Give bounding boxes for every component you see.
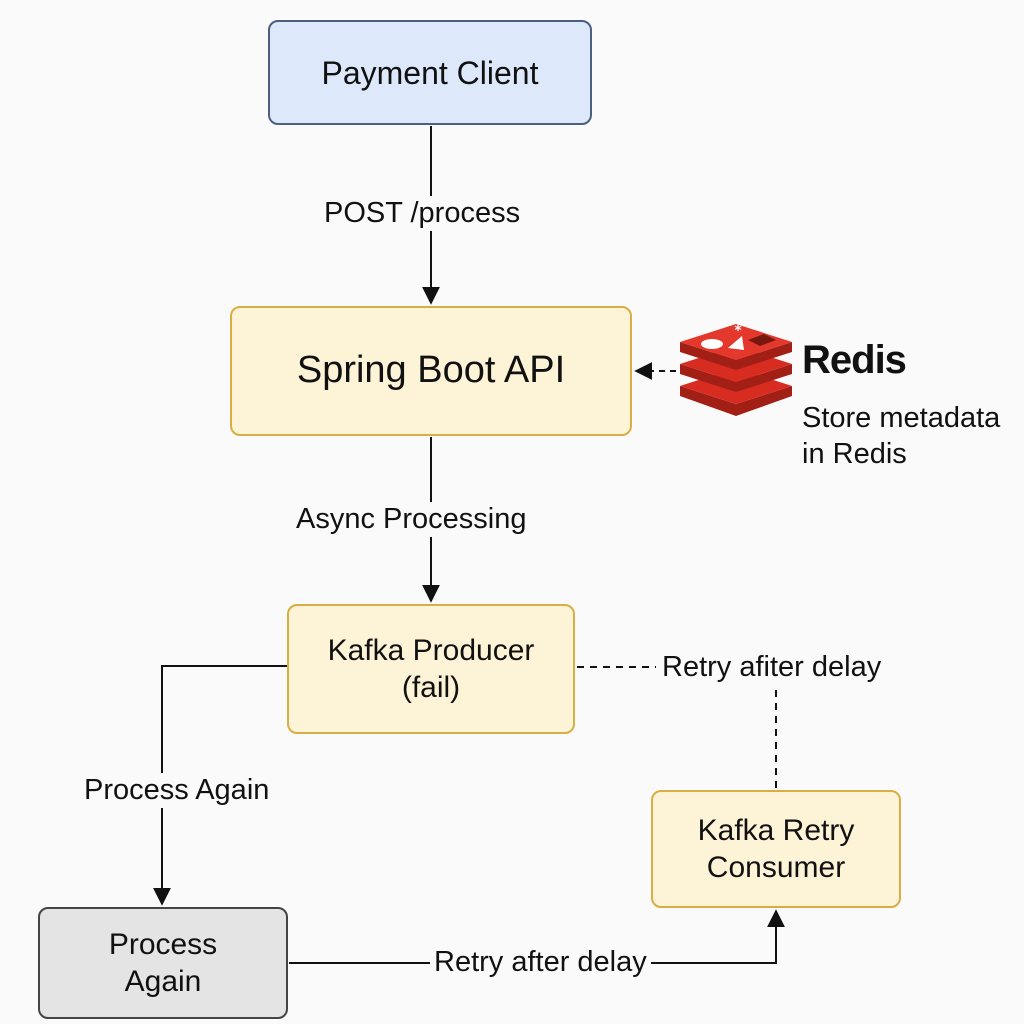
redis-title: Redis bbox=[802, 338, 907, 382]
kafka-retry-consumer-label-line1: Kafka Retry bbox=[697, 813, 855, 847]
redis-note: Store metadata in Redis bbox=[802, 400, 1022, 473]
edge-label-retry-afiter-delay: Retry afiter delay bbox=[658, 650, 886, 685]
process-again-label-line1: Process bbox=[108, 927, 218, 961]
edge-producer-to-process-again bbox=[153, 665, 287, 906]
redis-note-line1: Store metadata bbox=[802, 402, 1001, 434]
edge-label-process-again: Process Again bbox=[80, 773, 274, 808]
payment-client-node: Payment Client bbox=[268, 20, 592, 125]
redis-logo-icon: * bbox=[680, 323, 792, 416]
edge-label-retry-after-delay: Retry after delay bbox=[430, 945, 651, 980]
svg-text:*: * bbox=[734, 323, 742, 339]
kafka-retry-consumer-node: Kafka Retry Consumer bbox=[651, 790, 901, 908]
process-again-label-line2: Again bbox=[124, 965, 202, 998]
redis-note-line2: in Redis bbox=[802, 438, 907, 471]
kafka-producer-label: Kafka Producer bbox=[327, 633, 535, 667]
edge-label-async-processing: Async Processing bbox=[292, 502, 531, 537]
payment-client-label: Payment Client bbox=[321, 54, 539, 91]
spring-boot-api-label: Spring Boot API bbox=[296, 349, 566, 392]
process-again-node: Process Again bbox=[38, 907, 288, 1019]
kafka-producer-status: (fail) bbox=[401, 671, 461, 704]
spring-boot-api-node: Spring Boot API bbox=[230, 306, 632, 436]
kafka-producer-node: Kafka Producer (fail) bbox=[287, 604, 575, 734]
kafka-retry-consumer-label-line2: Consumer bbox=[706, 851, 846, 884]
edge-label-post-process: POST /process bbox=[320, 196, 525, 231]
